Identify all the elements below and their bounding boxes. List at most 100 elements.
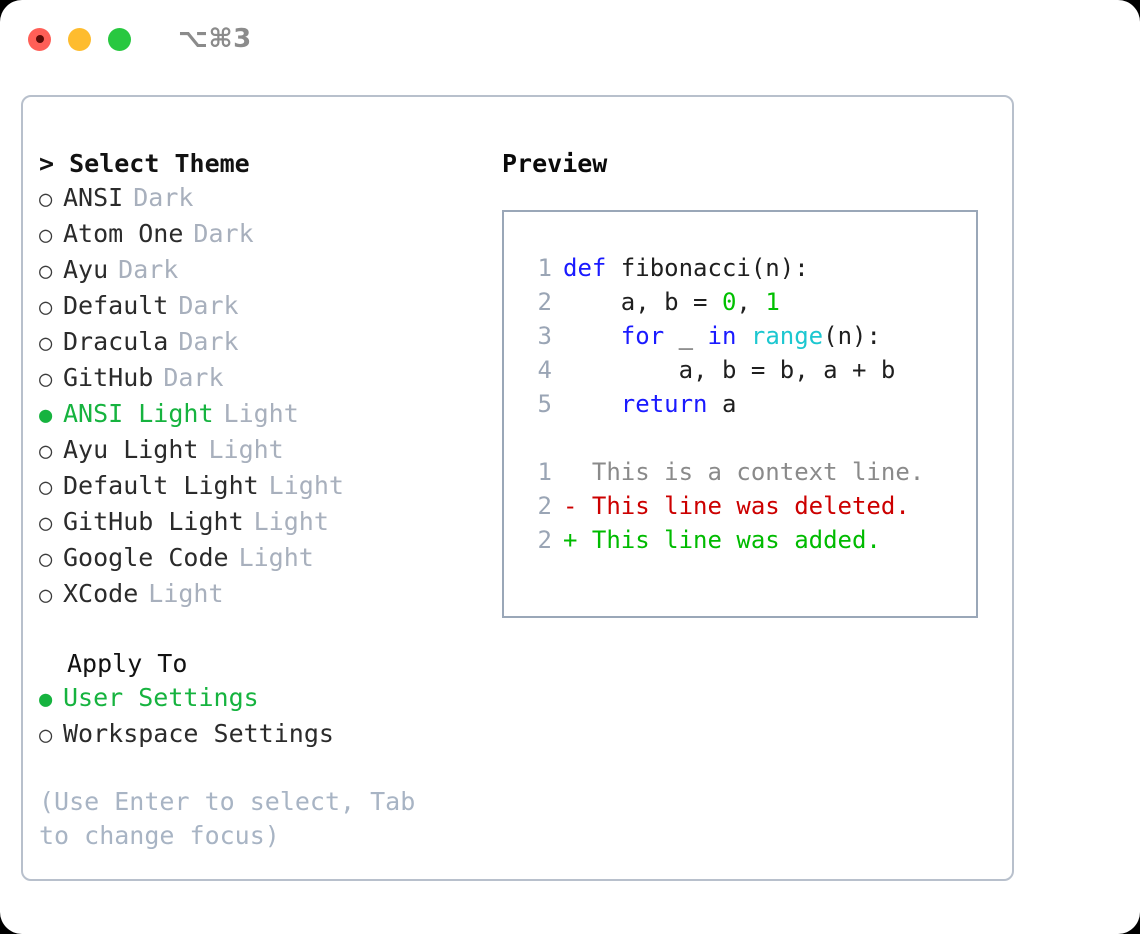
theme-option-label: Dracula xyxy=(63,327,169,356)
theme-option-google-code[interactable]: ○ Google Code Light xyxy=(39,541,489,577)
theme-option-xcode[interactable]: ○ XCode Light xyxy=(39,577,489,613)
code-token: _ xyxy=(664,322,708,350)
theme-option-label: GitHub xyxy=(63,363,154,392)
theme-option-label: Google Code xyxy=(63,543,229,572)
select-theme-header: > Select Theme xyxy=(39,149,250,178)
radio-selected-icon: ● xyxy=(39,403,53,428)
apply-to-option-label: Workspace Settings xyxy=(63,719,334,748)
maximize-button[interactable] xyxy=(108,27,131,51)
theme-variant-tag: Light xyxy=(253,507,329,536)
code-token: in xyxy=(707,322,737,350)
code-line: 3 for _ in range(n): xyxy=(516,319,976,353)
diff-listing: 1 This is a context line. 2 - This line wa… xyxy=(516,455,976,557)
code-text: a, b = 0, 1 xyxy=(563,285,780,319)
close-icon xyxy=(35,35,44,43)
diff-text-ctx: This is a context line. xyxy=(563,458,925,486)
code-token: a, b = xyxy=(563,288,722,316)
diff-text-add: + This line was added. xyxy=(563,526,881,554)
theme-variant-tag: Light xyxy=(223,399,299,428)
radio-unselected-icon: ○ xyxy=(39,331,53,356)
code-line: 1 def fibonacci(n): xyxy=(516,251,976,285)
apply-to-option-label: User Settings xyxy=(63,683,259,712)
line-number: 1 xyxy=(537,254,552,282)
theme-option-label: ANSI Light xyxy=(63,399,214,428)
code-token: def xyxy=(563,254,621,282)
list-spacer xyxy=(39,613,489,647)
theme-variant-tag: Dark xyxy=(133,183,194,212)
code-text: a, b = b, a + b xyxy=(563,353,896,387)
theme-option-ansi-light[interactable]: ● ANSI Light Light xyxy=(39,397,489,433)
line-number: 2 xyxy=(537,288,552,316)
preview-title: Preview xyxy=(502,149,608,178)
keyboard-shortcut-label: ⌥⌘3 xyxy=(178,24,252,54)
theme-option-label: Atom One xyxy=(63,219,184,248)
radio-unselected-icon: ○ xyxy=(39,583,53,608)
code-blank-line xyxy=(516,421,976,455)
theme-variant-tag: Light xyxy=(238,543,314,572)
apply-to-option-workspace-settings[interactable]: ○ Workspace Settings xyxy=(39,717,489,753)
code-token: 0 xyxy=(721,288,737,316)
radio-unselected-icon: ○ xyxy=(39,367,53,392)
code-token xyxy=(736,322,750,350)
title-bar: ⌥⌘3 xyxy=(0,0,1140,78)
minimize-button[interactable] xyxy=(68,27,91,51)
radio-unselected-icon: ○ xyxy=(39,475,53,500)
theme-option-label: Default xyxy=(63,291,169,320)
line-number: 2 xyxy=(537,492,552,520)
line-number: 3 xyxy=(537,322,552,350)
theme-option-dracula[interactable]: ○ Dracula Dark xyxy=(39,325,489,361)
code-token xyxy=(563,322,621,350)
radio-unselected-icon: ○ xyxy=(39,511,53,536)
apply-to-option-list[interactable]: ● User Settings ○ Workspace Settings xyxy=(39,681,489,753)
radio-unselected-icon: ○ xyxy=(39,295,53,320)
diff-line: 2 - This line was deleted. xyxy=(516,489,976,523)
code-token xyxy=(563,390,621,418)
theme-variant-tag: Dark xyxy=(193,219,254,248)
close-button[interactable] xyxy=(28,27,51,51)
code-line: 4 a, b = b, a + b xyxy=(516,353,976,387)
theme-option-label: GitHub Light xyxy=(63,507,244,536)
diff-line: 2 + This line was added. xyxy=(516,523,976,557)
theme-option-label: XCode xyxy=(63,579,139,608)
theme-variant-tag: Light xyxy=(268,471,344,500)
radio-unselected-icon: ○ xyxy=(39,187,53,212)
theme-option-label: Ayu xyxy=(63,255,109,284)
code-token: return xyxy=(620,390,708,418)
code-token: , xyxy=(736,288,766,316)
code-text: def fibonacci(n): xyxy=(563,251,809,285)
apply-to-header: Apply To xyxy=(67,649,188,678)
theme-variant-tag: Light xyxy=(148,579,224,608)
radio-unselected-icon: ○ xyxy=(39,223,53,248)
apply-to-option-user-settings[interactable]: ● User Settings xyxy=(39,681,489,717)
theme-option-atom-one[interactable]: ○ Atom One Dark xyxy=(39,217,489,253)
code-token: a xyxy=(707,390,737,418)
code-text: return a xyxy=(563,387,737,421)
theme-option-ansi[interactable]: ○ ANSI Dark xyxy=(39,181,489,217)
theme-option-label: ANSI xyxy=(63,183,124,212)
code-token: for xyxy=(620,322,665,350)
radio-unselected-icon: ○ xyxy=(39,547,53,572)
radio-unselected-icon: ○ xyxy=(39,723,53,748)
line-number: 2 xyxy=(537,526,552,554)
line-number: 4 xyxy=(537,356,552,384)
line-number: 1 xyxy=(537,458,552,486)
diff-line: 1 This is a context line. xyxy=(516,455,976,489)
theme-option-github-light[interactable]: ○ GitHub Light Light xyxy=(39,505,489,541)
theme-variant-tag: Dark xyxy=(178,327,239,356)
code-token: a, b = b, a + b xyxy=(563,356,896,384)
code-token: (n): xyxy=(823,322,881,350)
diff-text-del: - This line was deleted. xyxy=(563,492,910,520)
radio-selected-icon: ● xyxy=(39,687,53,712)
code-token: 1 xyxy=(765,288,780,316)
